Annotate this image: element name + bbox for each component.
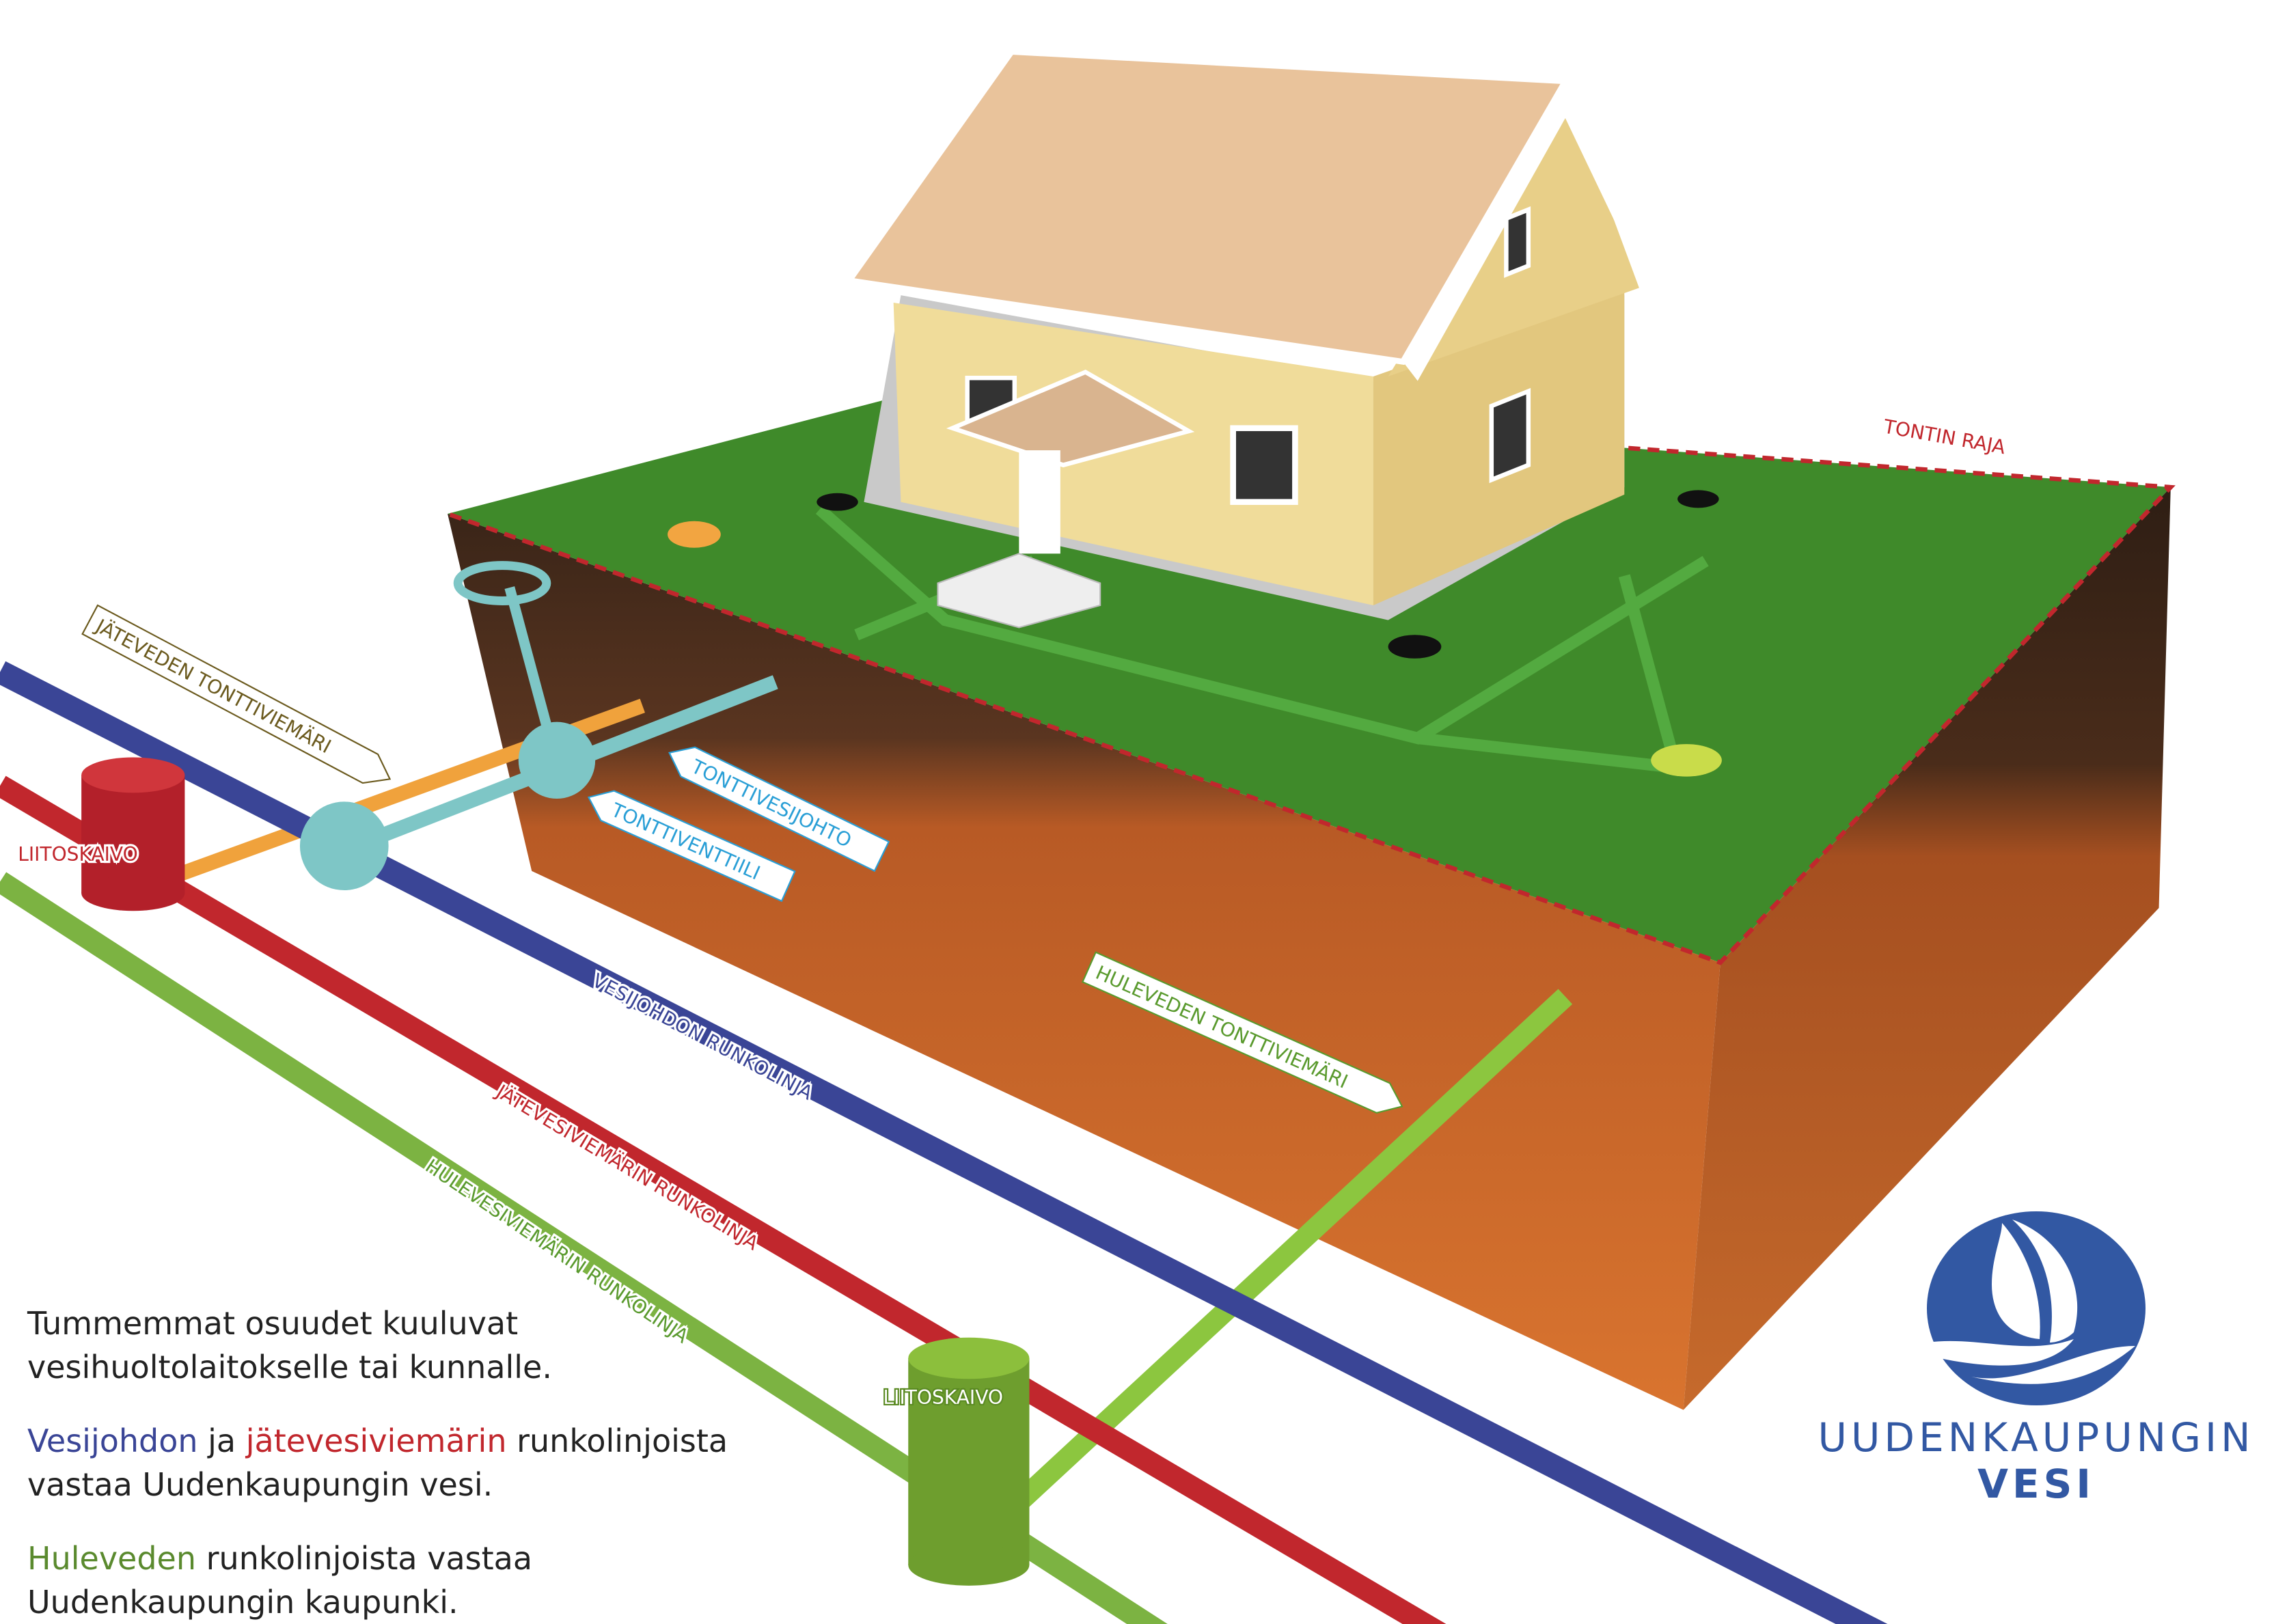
text: runkolinjoista vastaa Uudenkaupungin ves…	[27, 1422, 728, 1503]
info-paragraph-3: Huleveden runkolinjoista vastaa Uudenkau…	[27, 1537, 574, 1624]
label-liitoskaivo-green: LIITOSKAIVO	[883, 1386, 1004, 1409]
red-manhole	[81, 757, 185, 911]
house	[844, 49, 1669, 629]
window	[1504, 206, 1531, 278]
black-well	[1388, 635, 1442, 659]
text: runkolinjoista vastaa Uudenkaupungin kau…	[27, 1540, 533, 1621]
info-text: Tummemmat osuudet kuuluvat vesihuoltolai…	[27, 1302, 745, 1624]
info-paragraph-2: Vesijohdon ja jätevesiviemärin runkolinj…	[27, 1419, 745, 1506]
green-manhole	[908, 1337, 1030, 1586]
front-right-face	[1683, 487, 2171, 1410]
label-tontin-raja: TONTIN RAJA	[1881, 415, 2007, 458]
info-paragraph-1: Tummemmat osuudet kuuluvat vesihuoltolai…	[27, 1305, 552, 1386]
logo-line-2: VESI	[1977, 1461, 2095, 1507]
valve-handwheel	[453, 561, 551, 605]
logo-line-1: UUDENKAUPUNGIN	[1818, 1414, 2255, 1461]
front-door	[1019, 450, 1060, 554]
roof-edge	[1403, 81, 1669, 381]
window	[1230, 425, 1298, 506]
front-left-face	[448, 513, 1721, 1410]
text: ja	[197, 1422, 246, 1459]
sewer-term: jätevesiviemärin	[245, 1422, 507, 1459]
front-steps	[937, 553, 1101, 629]
storm-term: Huleveden	[27, 1540, 197, 1577]
stormwater-plot-pipe	[960, 989, 1573, 1558]
water-term: Vesijohdon	[27, 1422, 198, 1459]
black-well	[1677, 490, 1719, 508]
plot-valve	[518, 721, 596, 799]
orange-well	[668, 521, 721, 548]
lawn-top	[448, 396, 2171, 963]
black-well	[817, 493, 858, 511]
logo-emblem-icon	[1927, 1211, 2146, 1405]
window	[1489, 387, 1531, 484]
logo: UUDENKAUPUNGIN VESI	[1797, 1209, 2275, 1507]
label-liitoskaivo-red: LIITOSKAIVO	[18, 843, 138, 866]
water-connection	[299, 801, 389, 891]
lime-well	[1651, 744, 1722, 777]
sewer-main-pipe	[0, 775, 1447, 1624]
label-vesijohdon-runkolinja: VESIJOHDON RUNKOLINJA	[588, 969, 817, 1104]
ground-block	[446, 393, 2176, 1410]
